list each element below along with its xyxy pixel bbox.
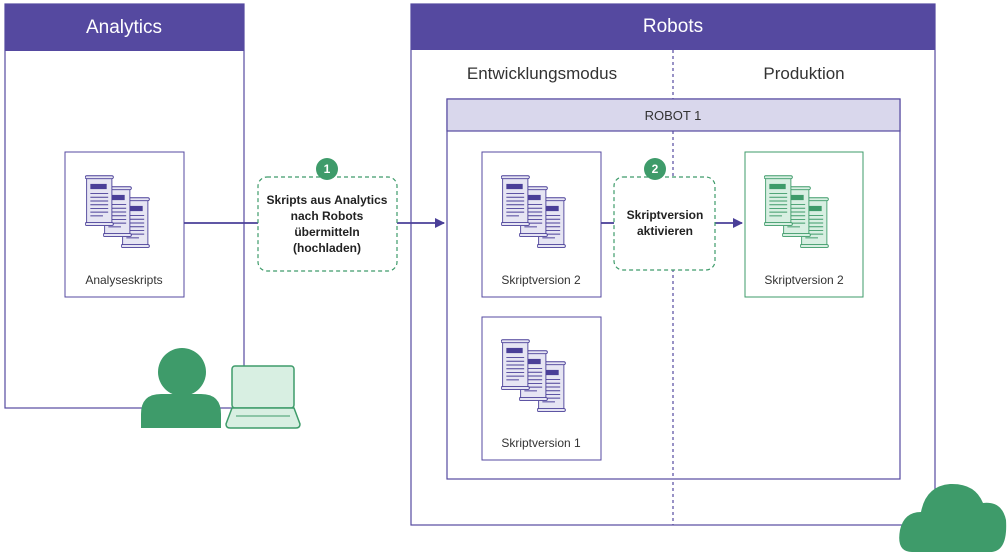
step-2-badge: 2 xyxy=(644,158,666,180)
step-upload-line-1: Skripts aus Analytics xyxy=(267,193,388,207)
step-upload-line-3: übermitteln xyxy=(294,225,359,239)
dev-script-version-1-label: Skriptversion 1 xyxy=(501,436,581,450)
step-activate-line-1: Skriptversion xyxy=(627,208,704,222)
prod-script-version-2-card[interactable]: Skriptversion 2 xyxy=(744,151,864,298)
step-upload-line-2: nach Robots xyxy=(291,209,364,223)
analysis-scripts-card[interactable]: Analyseskripts xyxy=(64,151,185,298)
robot-label: ROBOT 1 xyxy=(645,108,702,123)
step-1-badge: 1 xyxy=(316,158,338,180)
dev-script-version-1-card[interactable]: Skriptversion 1 xyxy=(481,316,602,461)
cloud-icon xyxy=(899,483,1007,552)
step-activate-line-2: aktivieren xyxy=(637,224,693,238)
prod-script-version-2-label: Skriptversion 2 xyxy=(764,273,844,287)
robots-title: Robots xyxy=(643,16,703,37)
step-2-number: 2 xyxy=(652,162,659,176)
analytics-panel: Analytics xyxy=(4,3,245,409)
step-1-number: 1 xyxy=(324,162,331,176)
dev-script-version-2-card[interactable]: Skriptversion 2 xyxy=(481,151,602,298)
zone-production-label: Produktion xyxy=(763,64,844,83)
step-upload-line-4: (hochladen) xyxy=(293,241,361,255)
laptop-icon xyxy=(225,365,301,429)
step-activate-box: Skriptversion aktivieren xyxy=(613,176,716,271)
dev-script-version-2-label: Skriptversion 2 xyxy=(501,273,581,287)
analytics-title: Analytics xyxy=(86,17,162,38)
zone-development-label: Entwicklungsmodus xyxy=(467,64,617,83)
user-icon xyxy=(141,348,221,428)
analysis-scripts-label: Analyseskripts xyxy=(85,273,162,287)
step-upload-box: Skripts aus Analytics nach Robots übermi… xyxy=(257,176,398,272)
